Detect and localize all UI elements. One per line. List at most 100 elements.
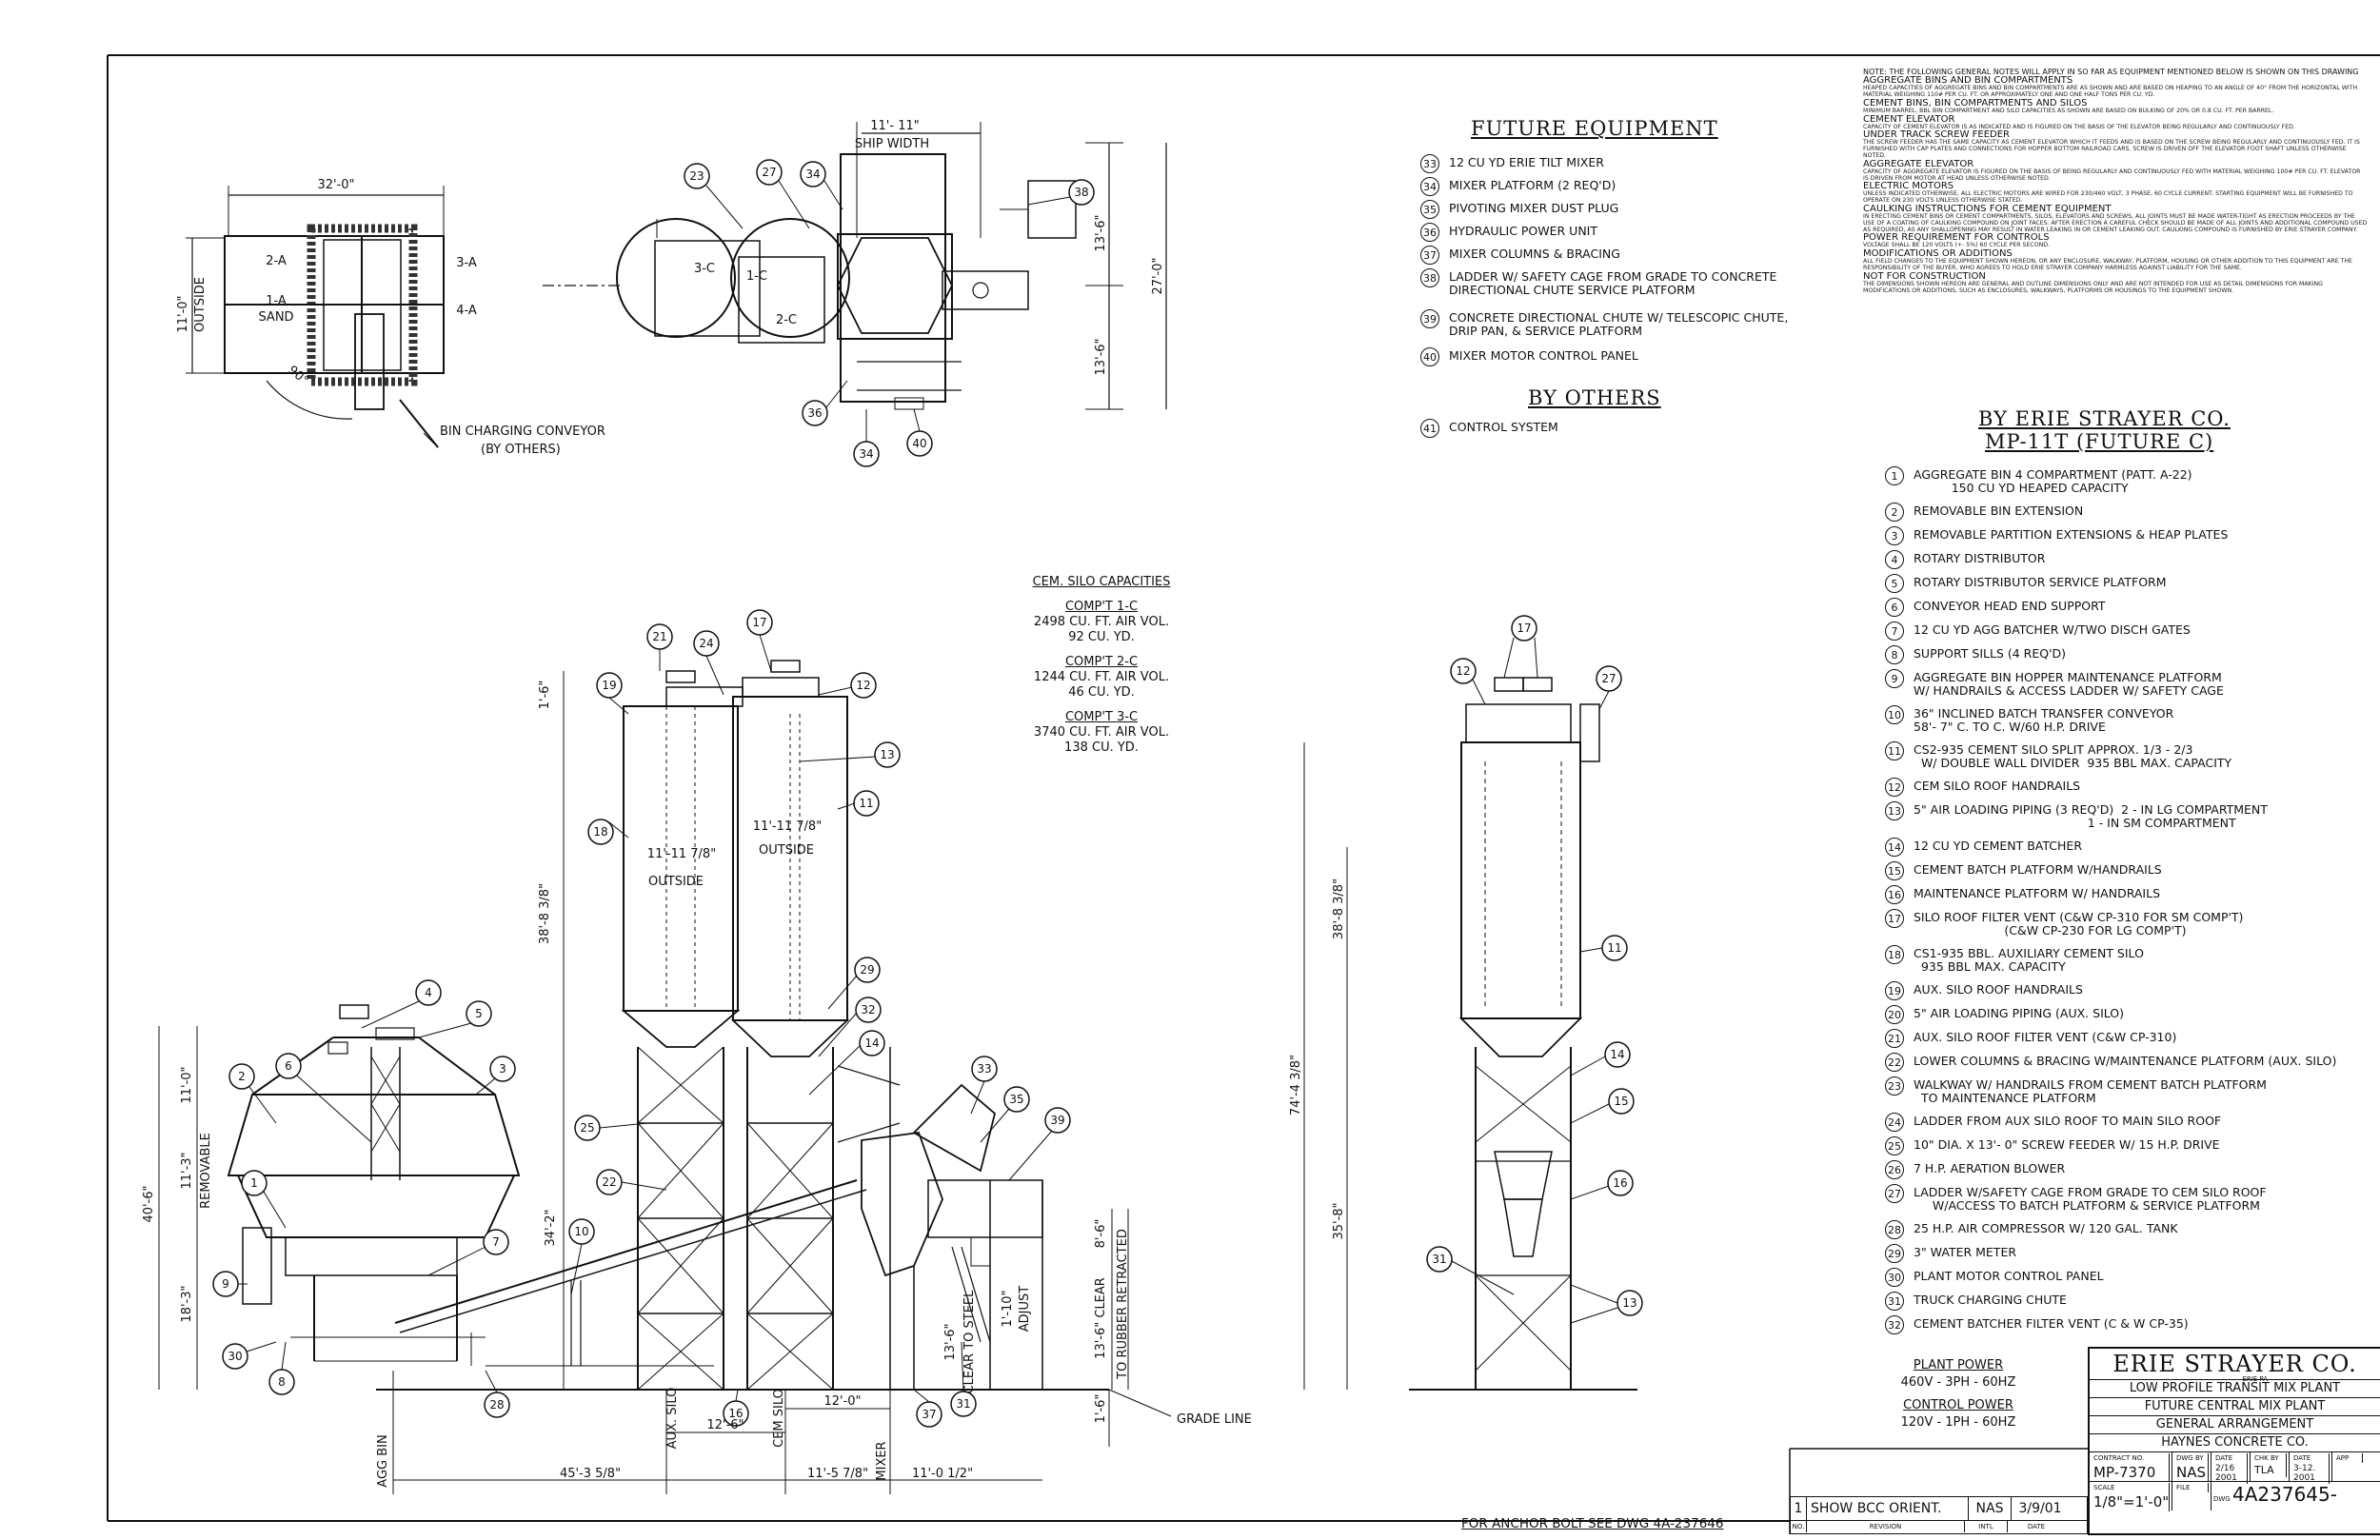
svg-text:38: 38 xyxy=(1074,186,1088,199)
svg-text:14: 14 xyxy=(864,1037,879,1050)
drawn-by: NAS xyxy=(2174,1463,2209,1482)
svg-text:4: 4 xyxy=(425,986,432,999)
svg-text:6: 6 xyxy=(285,1059,292,1073)
by-erie-title: BY ERIE STRAYER CO. xyxy=(1978,407,2231,430)
plan-ship-width: SHIP WIDTH xyxy=(855,137,929,151)
silo-capacities: CEM. SILO CAPACITIES COMP'T 1-C 2498 CU.… xyxy=(1011,575,1192,756)
elev-dim-16: 1'-6" xyxy=(538,681,552,710)
plan-comp-1c: 1-C xyxy=(746,269,767,284)
svg-text:3: 3 xyxy=(499,1062,506,1076)
by-erie-subtitle: MP-11T (FUTURE C) xyxy=(1985,430,2214,453)
plan-comp-4a: 4-A xyxy=(456,304,477,318)
checked-by: TLA xyxy=(2252,1463,2287,1477)
comp-name: COMP'T 1-C xyxy=(1064,600,1139,614)
plan-comp-3a: 3-A xyxy=(456,256,477,270)
notes-body: CAPACITY OF AGGREGATE ELEVATOR IS FIGURE… xyxy=(1863,168,2361,182)
revision-no: 1 xyxy=(1791,1497,1807,1520)
future-equipment-title: FUTURE EQUIPMENT xyxy=(1471,117,1718,140)
elevation-dimension-lines xyxy=(158,671,1129,1494)
elev-aggregate-bin xyxy=(227,1004,521,1366)
elev-dim-744: 74'-4 3/8" xyxy=(1289,1055,1303,1116)
power-requirements: PLANT POWER 460V - 3PH - 60HZ CONTROL PO… xyxy=(1877,1357,2039,1431)
title-line-4: HAYNES CONCRETE CO. xyxy=(2090,1434,2380,1452)
plant-power-label: PLANT POWER xyxy=(1913,1358,2004,1372)
plan-comp-1a: 1-A xyxy=(266,294,287,308)
elev-mixer-label: MIXER xyxy=(875,1441,889,1480)
notes-body: ALL FIELD CHANGES TO THE EQUIPMENT SHOWN… xyxy=(1863,258,2352,271)
notes-body: MINIMUM BARREL, BBL BIN COMPARTMENT AND … xyxy=(1863,107,2274,114)
svg-text:13: 13 xyxy=(1622,1296,1636,1310)
elev-dim-113: 11'-3" xyxy=(180,1152,194,1189)
comp-yd: 92 CU. YD. xyxy=(1068,630,1135,644)
plan-aggregate-bin xyxy=(186,186,445,448)
svg-text:22: 22 xyxy=(602,1175,616,1189)
svg-text:24: 24 xyxy=(699,637,713,650)
revision-block: 1 SHOW BCC ORIENT. NAS 3/9/01 NO. REVISI… xyxy=(1790,1496,2088,1534)
elev-cem-silo-label: CEM SILO xyxy=(772,1389,786,1448)
elev-dim-453: 45'-3 5/8" xyxy=(560,1467,621,1481)
notes-heading: ELECTRIC MOTORS xyxy=(1863,181,1954,192)
elev-dim-388b: 38'-8 3/8" xyxy=(1332,879,1346,939)
svg-text:32: 32 xyxy=(861,1003,875,1017)
title-line-2: FUTURE CENTRAL MIX PLANT xyxy=(2090,1398,2380,1416)
elev-dim-115: 11'-5 7/8" xyxy=(807,1467,868,1481)
revision-date: 3/9/01 xyxy=(2018,1501,2062,1516)
elev-dim-358: 35'-8" xyxy=(1332,1202,1346,1239)
svg-text:13: 13 xyxy=(880,748,894,761)
plan-conveyor-label-1: BIN CHARGING CONVEYOR xyxy=(440,424,605,439)
elev-cem-dia: 11'-11 7/8" xyxy=(753,819,822,834)
elev-rubber: TO RUBBER RETRACTED xyxy=(1116,1229,1130,1380)
notes-heading: POWER REQUIREMENT FOR CONTROLS xyxy=(1863,232,2050,244)
elev-dim-126: 12'-6" xyxy=(706,1418,744,1432)
company-name: ERIE STRAYER CO. xyxy=(2090,1349,2380,1380)
checked-date: 3-12. 2001 xyxy=(2291,1463,2330,1484)
plan-angle: 90° xyxy=(285,364,310,388)
svg-text:11: 11 xyxy=(1607,941,1621,955)
svg-text:2: 2 xyxy=(238,1070,246,1083)
notes-intro: NOTE: THE FOLLOWING GENERAL NOTES WILL A… xyxy=(1863,68,2359,76)
svg-text:5: 5 xyxy=(475,1007,483,1020)
svg-text:40: 40 xyxy=(912,437,926,450)
drawing-number: 4A237645- xyxy=(2231,1483,2337,1506)
svg-text:8: 8 xyxy=(278,1375,286,1389)
svg-text:17: 17 xyxy=(1517,622,1531,635)
elev-dim-110: 11'-0" xyxy=(180,1066,194,1103)
plan-ship-dim: 11'- 11" xyxy=(870,119,919,133)
elev-dim-388: 38'-8 3/8" xyxy=(538,883,552,944)
title-line-1: LOW PROFILE TRANSIT MIX PLANT xyxy=(2090,1380,2380,1398)
svg-text:36: 36 xyxy=(807,406,822,420)
elev-grade-line: GRADE LINE xyxy=(1177,1412,1252,1427)
svg-text:16: 16 xyxy=(728,1407,743,1420)
svg-text:19: 19 xyxy=(602,679,616,692)
elev-dim-16b: 1'-6" xyxy=(1094,1394,1108,1424)
notes-body: IN ERECTING CEMENT BINS OR CEMENT COMPAR… xyxy=(1863,212,2368,233)
elev-cement-silo xyxy=(730,660,901,1391)
plan-dim-27: 27'-0" xyxy=(1151,257,1165,294)
svg-text:10: 10 xyxy=(574,1225,588,1238)
svg-text:1: 1 xyxy=(250,1176,258,1190)
svg-text:18: 18 xyxy=(593,825,607,839)
anchor-bolt-note: FOR ANCHOR BOLT SEE DWG 4A-237646 xyxy=(1461,1516,1724,1531)
svg-text:31: 31 xyxy=(1432,1253,1446,1266)
notes-heading: AGGREGATE ELEVATOR xyxy=(1863,158,1974,169)
